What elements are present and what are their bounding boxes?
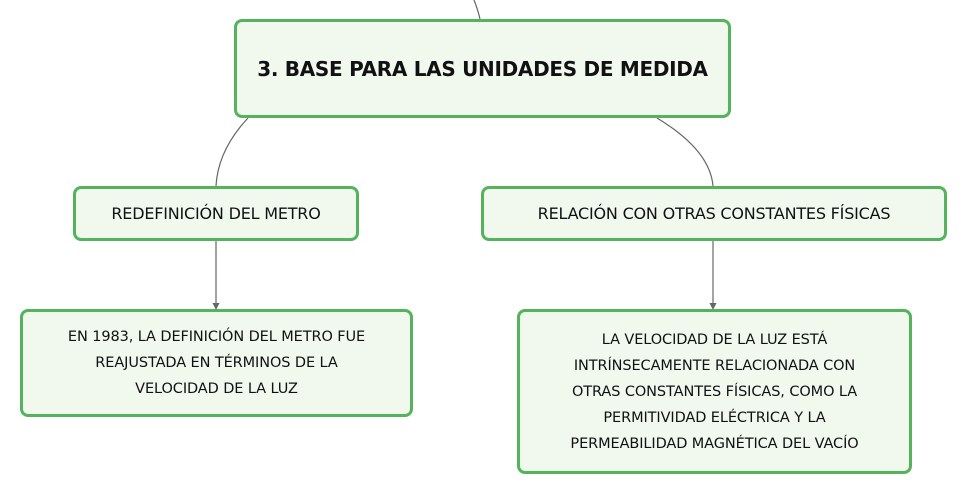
detail-line: REAJUSTADA EN TÉRMINOS DE LA	[95, 355, 338, 371]
arrowhead-right-detail	[709, 303, 717, 310]
arrowhead-left-detail	[212, 303, 220, 310]
detail-line: INTRÍNSECAMENTE RELACIONADA CON	[573, 357, 856, 374]
central-topic-node[interactable]: 3. BASE PARA LAS UNIDADES DE MEDIDA	[234, 19, 731, 118]
connector-central-to-right-branch	[656, 117, 714, 187]
detail-line: VELOCIDAD DE LA LUZ	[135, 381, 298, 397]
subtopic-label: REDEFINICIÓN DEL METRO	[111, 204, 321, 223]
detail-redefinicion-metro[interactable]: EN 1983, LA DEFINICIÓN DEL METRO FUE REA…	[20, 309, 413, 417]
detail-line: PERMEABILIDAD MAGNÉTICA DEL VACÍO	[570, 435, 859, 452]
connector-central-to-left-branch	[215, 117, 249, 187]
detail-text: EN 1983, LA DEFINICIÓN DEL METRO FUE REA…	[68, 324, 365, 402]
detail-line: OTRAS CONSTANTES FÍSICAS, COMO LA	[571, 383, 858, 400]
central-topic-title: 3. BASE PARA LAS UNIDADES DE MEDIDA	[257, 56, 708, 81]
detail-line: PERMITIVIDAD ELÉCTRICA Y LA	[603, 409, 826, 426]
subtopic-relacion-constantes[interactable]: RELACIÓN CON OTRAS CONSTANTES FÍSICAS	[481, 186, 947, 241]
subtopic-label: RELACIÓN CON OTRAS CONSTANTES FÍSICAS	[537, 204, 891, 223]
detail-text: LA VELOCIDAD DE LA LUZ ESTÁ INTRÍNSECAME…	[570, 327, 858, 457]
detail-relacion-constantes[interactable]: LA VELOCIDAD DE LA LUZ ESTÁ INTRÍNSECAME…	[517, 309, 912, 474]
detail-line: EN 1983, LA DEFINICIÓN DEL METRO FUE	[67, 329, 366, 345]
subtopic-redefinicion-metro[interactable]: REDEFINICIÓN DEL METRO	[73, 186, 359, 241]
detail-line: LA VELOCIDAD DE LA LUZ ESTÁ	[601, 331, 828, 348]
connector-from-parent	[473, 0, 481, 20]
